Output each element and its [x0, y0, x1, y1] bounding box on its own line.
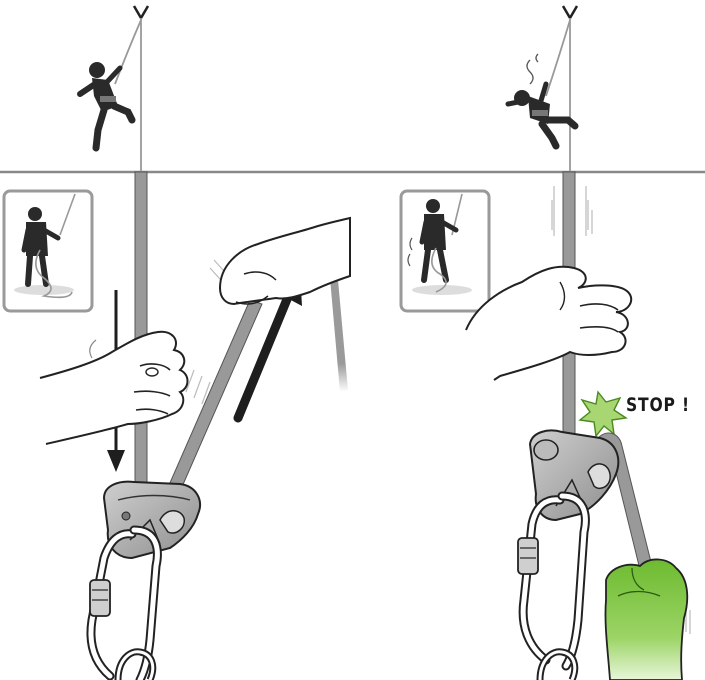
- right-main-scene: [466, 172, 690, 680]
- stop-burst-icon: [580, 392, 626, 436]
- right-carabiner-icon: [518, 496, 585, 680]
- right-hand-pulling-icon: [220, 218, 350, 304]
- right-anchor-icon: [563, 6, 577, 18]
- right-hand-holding-icon: [466, 267, 631, 380]
- left-anchor-icon: [134, 6, 148, 18]
- left-inset-belayer: [4, 191, 92, 311]
- right-climber-scene: [508, 6, 577, 172]
- left-hand-icon: [40, 332, 188, 444]
- right-climber-icon: [508, 84, 575, 146]
- green-brake-hand-icon: [605, 559, 687, 680]
- stop-label: STOP !: [626, 394, 690, 416]
- left-climber-scene: [80, 6, 148, 172]
- right-inset-belayer: [401, 191, 489, 311]
- left-climber-icon: [80, 62, 132, 148]
